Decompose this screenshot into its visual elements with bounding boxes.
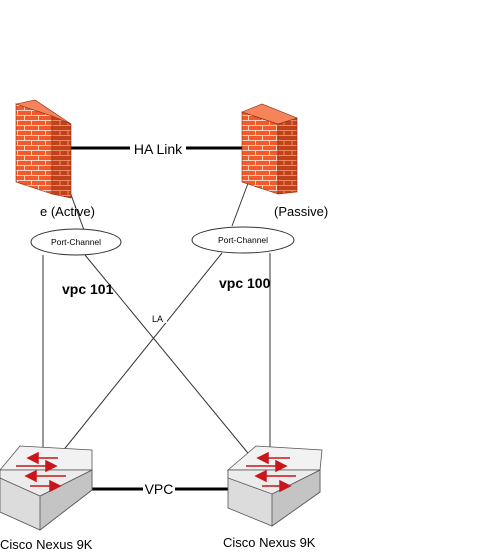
vpc-101-label: vpc 101 bbox=[62, 281, 114, 297]
left-firewall-to-portchannel bbox=[69, 191, 85, 231]
switch-right-label: Cisco Nexus 9K bbox=[223, 535, 316, 550]
ha-link-label: HA Link bbox=[134, 141, 183, 157]
port-channel-left: Port-Channel bbox=[30, 228, 122, 256]
center-la-label: LA bbox=[152, 314, 163, 324]
right-firewall-to-portchannel bbox=[231, 177, 251, 227]
firewall-passive-label: (Passive) bbox=[274, 204, 328, 219]
cisco-switch-left-icon bbox=[0, 445, 93, 531]
port-channel-right: Port-Channel bbox=[191, 226, 295, 254]
port-channel-right-label: Port-Channel bbox=[218, 235, 268, 245]
vpc-link-label: VPC bbox=[145, 481, 174, 497]
port-channel-left-label: Port-Channel bbox=[51, 237, 101, 247]
switch-left-label: Cisco Nexus 9K bbox=[0, 537, 93, 552]
firewall-active-icon bbox=[14, 99, 72, 199]
firewall-passive-icon bbox=[241, 103, 298, 195]
cross-line-left-to-right-switch bbox=[84, 254, 253, 459]
cisco-switch-right-icon bbox=[226, 445, 323, 527]
cross-line-right-to-left-switch bbox=[61, 252, 223, 453]
firewall-active-label: e (Active) bbox=[40, 204, 95, 219]
vpc-100-label: vpc 100 bbox=[219, 275, 271, 291]
